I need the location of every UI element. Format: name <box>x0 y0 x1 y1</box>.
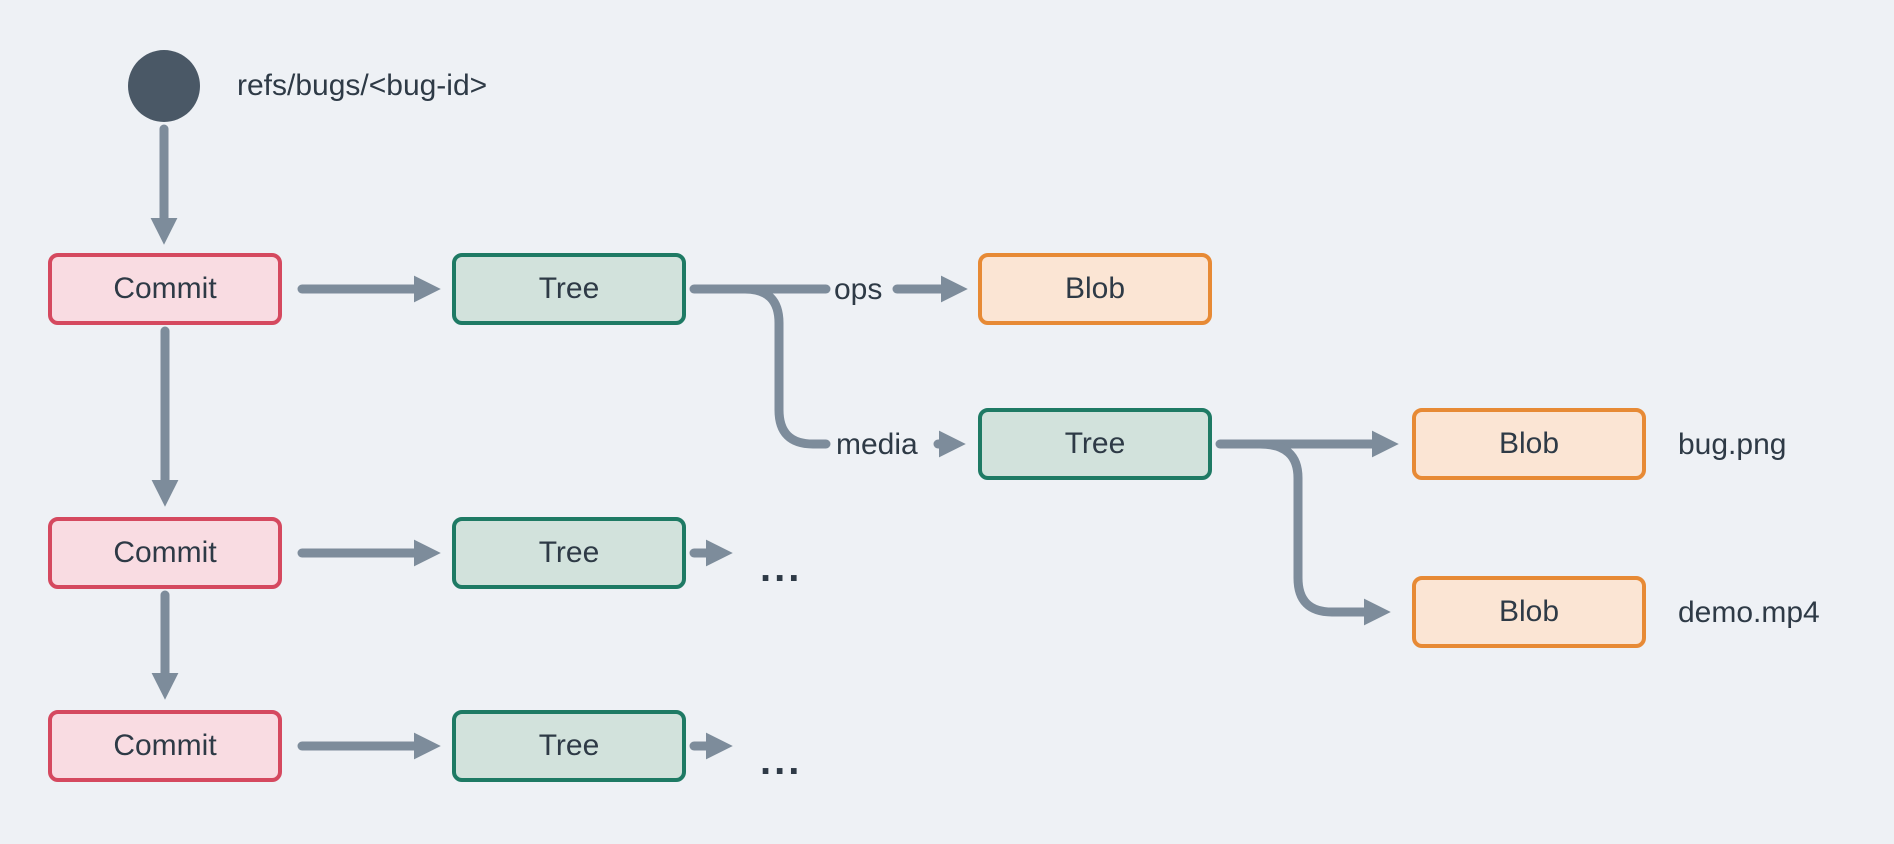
edge-treemedia-to-blobdemo <box>1255 439 1391 626</box>
node-tree-3: Tree <box>452 710 686 782</box>
node-tree-media: Tree <box>978 408 1212 480</box>
node-blob-ops: Blob <box>978 253 1212 325</box>
node-commit-3: Commit <box>48 710 282 782</box>
node-tree-2-label: Tree <box>538 536 600 569</box>
edge-label-ops: ops <box>834 273 883 306</box>
node-blob-bug-label: Blob <box>1498 427 1560 460</box>
ref-circle <box>128 50 200 122</box>
node-tree-2: Tree <box>452 517 686 589</box>
node-blob-ops-label: Blob <box>1064 272 1126 305</box>
ref-label: refs/bugs/<bug-id> <box>237 69 488 102</box>
node-tree-media-label: Tree <box>1064 427 1126 460</box>
node-commit-2-label: Commit <box>113 536 217 569</box>
edge-tree1-branch-media <box>740 284 831 449</box>
ellipsis-row3: ... <box>760 739 803 783</box>
file-label-bug-png: bug.png <box>1678 428 1787 461</box>
node-commit-3-label: Commit <box>113 729 217 762</box>
node-blob-demo: Blob <box>1412 576 1646 648</box>
node-blob-bug: Blob <box>1412 408 1646 480</box>
node-tree-1-label: Tree <box>538 272 600 305</box>
node-blob-demo-label: Blob <box>1498 595 1560 628</box>
node-tree-1: Tree <box>452 253 686 325</box>
node-commit-2: Commit <box>48 517 282 589</box>
edge-label-media: media <box>836 428 918 461</box>
node-tree-3-label: Tree <box>538 729 600 762</box>
node-commit-1: Commit <box>48 253 282 325</box>
node-commit-1-label: Commit <box>113 272 217 305</box>
file-label-demo-mp4: demo.mp4 <box>1678 596 1820 629</box>
ellipsis-row2: ... <box>760 546 803 590</box>
